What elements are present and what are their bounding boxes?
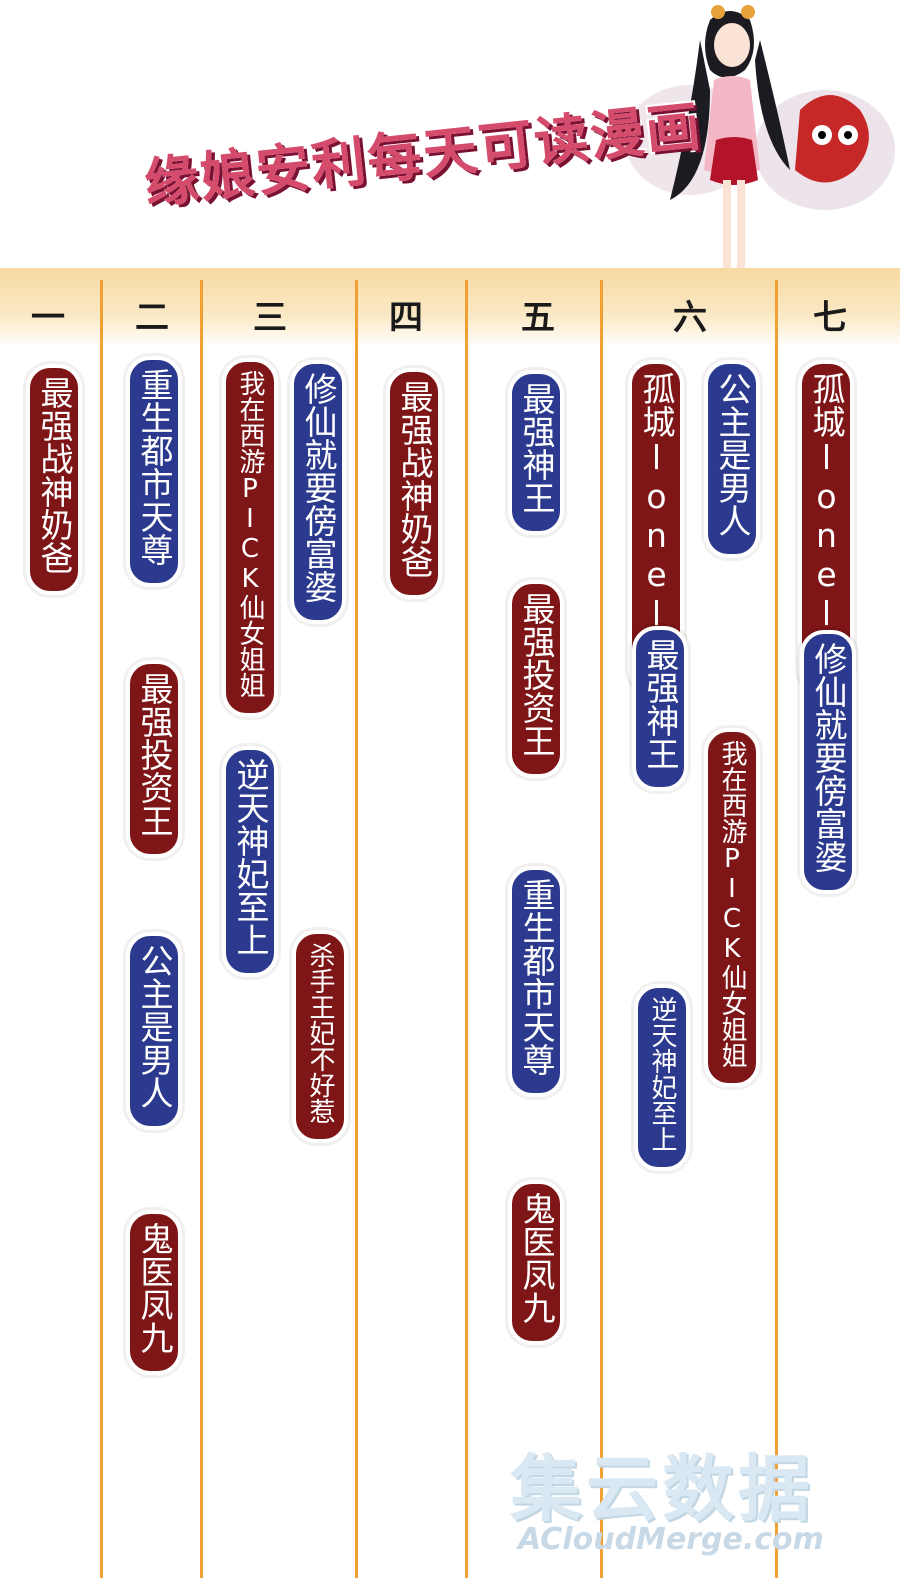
watermark-cn: 集云数据 [510, 1447, 815, 1531]
comic-title-pill[interactable]: 最强神王 [632, 626, 688, 791]
comic-title-pill[interactable]: 最强投资王 [508, 580, 564, 778]
column-divider [775, 280, 778, 1578]
day-label-wed: 三 [253, 298, 287, 338]
comic-title: 我在西游PICK仙女姐姐 [717, 740, 747, 1068]
comic-title: 我在西游PICK仙女姐姐 [235, 370, 265, 698]
banner-title: 缘娘安利每天可读漫画 [140, 86, 705, 230]
comic-title: 最强战神奶爸 [35, 376, 74, 574]
comic-title-pill[interactable]: 鬼医凤九 [508, 1180, 564, 1345]
comic-title: 鬼医凤九 [517, 1192, 556, 1324]
comic-title: 重生都市天尊 [135, 368, 174, 566]
day-label-sun: 七 [813, 298, 847, 338]
watermark: 集云数据 ACloudMerge.com [510, 1430, 890, 1570]
column-divider [100, 280, 103, 1578]
comic-title-pill[interactable]: 最强神王 [508, 370, 564, 535]
comic-title: 公主是男人 [135, 944, 174, 1109]
day-label-mon: 一 [31, 298, 65, 338]
comic-title-pill[interactable]: 重生都市天尊 [508, 866, 564, 1097]
day-label-sat: 六 [673, 298, 707, 338]
comic-title-pill[interactable]: 修仙就要傍富婆 [800, 630, 856, 894]
comic-title-pill[interactable]: 我在西游PICK仙女姐姐 [704, 728, 760, 1087]
comic-title-pill[interactable]: 最强战神奶爸 [386, 368, 442, 599]
comic-title: 最强神王 [641, 638, 680, 770]
comic-title-pill[interactable]: 逆天神妃至上 [634, 984, 690, 1171]
comic-title-pill[interactable]: 最强投资王 [126, 660, 182, 858]
comic-title: 逆天神妃至上 [647, 996, 677, 1152]
comic-title-pill[interactable]: 重生都市天尊 [126, 356, 182, 587]
comic-title: 最强投资王 [135, 672, 174, 837]
comic-title: 杀手王妃不好惹 [305, 942, 335, 1124]
comic-title-pill[interactable]: 鬼医凤九 [126, 1210, 182, 1375]
column-divider [600, 280, 603, 1578]
comic-title: 最强神王 [517, 382, 556, 514]
comic-title-pill[interactable]: 杀手王妃不好惹 [292, 930, 348, 1143]
comic-title: 孤城lonely [807, 372, 846, 672]
column-divider [200, 280, 203, 1578]
column-divider [465, 280, 468, 1578]
comic-title-pill[interactable]: 公主是男人 [126, 932, 182, 1130]
comic-title-pill[interactable]: 我在西游PICK仙女姐姐 [222, 358, 278, 717]
day-label-fri: 五 [521, 298, 555, 338]
comic-title: 孤城lonely [637, 372, 676, 672]
comic-title-pill[interactable]: 公主是男人 [704, 360, 760, 558]
comic-title: 公主是男人 [713, 372, 752, 537]
comic-title-pill[interactable]: 最强战神奶爸 [26, 364, 82, 595]
comic-title: 逆天神妃至上 [231, 758, 270, 956]
comic-title: 修仙就要傍富婆 [809, 642, 848, 873]
day-label-tue: 二 [135, 298, 169, 338]
watermark-en: ACloudMerge.com [518, 1522, 824, 1557]
comic-title: 重生都市天尊 [517, 878, 556, 1076]
comic-title-pill[interactable]: 逆天神妃至上 [222, 746, 278, 977]
comic-title: 修仙就要傍富婆 [299, 372, 338, 603]
day-label-thu: 四 [389, 298, 423, 338]
comic-title: 最强投资王 [517, 592, 556, 757]
comic-title: 最强战神奶爸 [395, 380, 434, 578]
comic-title: 鬼医凤九 [135, 1222, 174, 1354]
comic-title-pill[interactable]: 修仙就要傍富婆 [290, 360, 346, 624]
weekday-header [0, 268, 900, 348]
column-divider [355, 280, 358, 1578]
